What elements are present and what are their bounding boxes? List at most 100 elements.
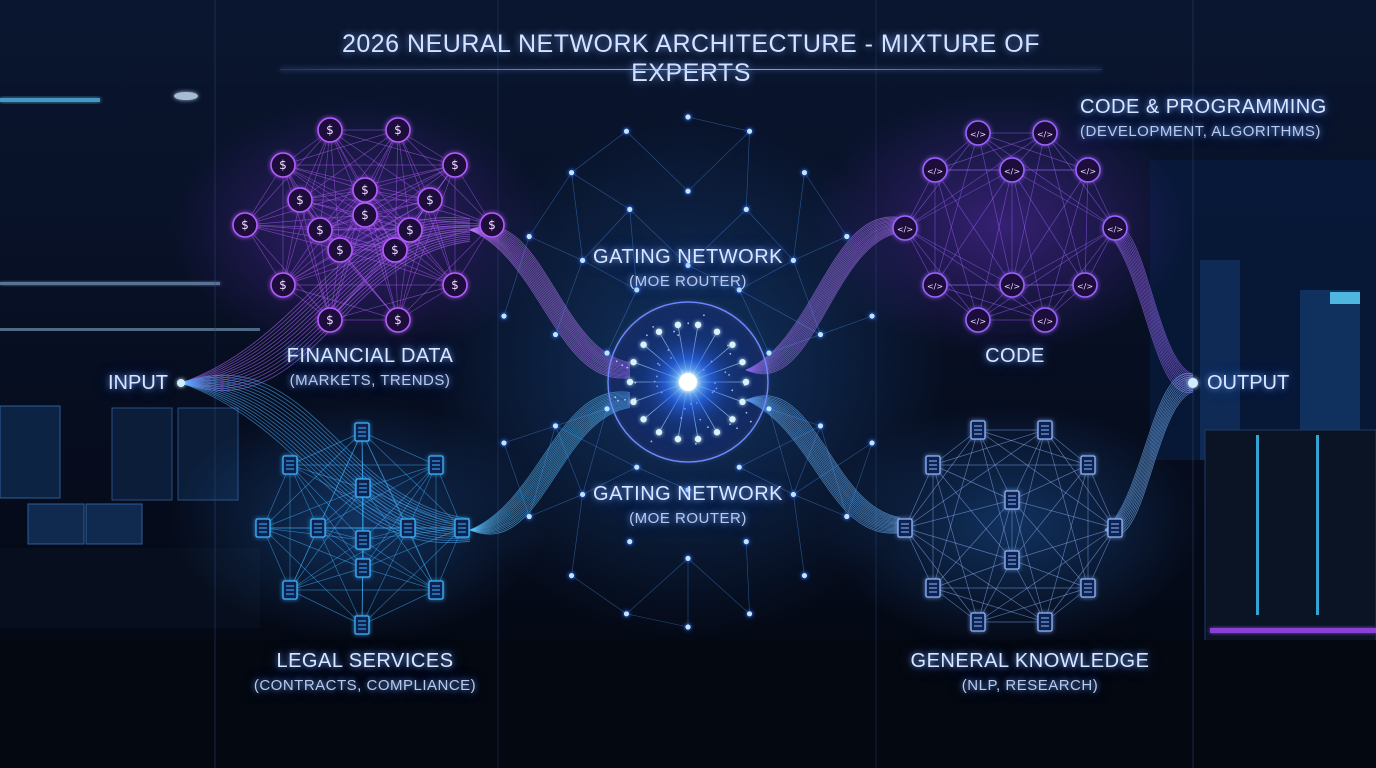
svg-text:</>: </>: [927, 282, 943, 291]
general-title: GENERAL KNOWLEDGE: [910, 650, 1150, 672]
svg-text:$: $: [406, 223, 414, 237]
expert-node: $: [352, 177, 378, 203]
code-header-subtitle: (DEVELOPMENT, ALGORITHMS): [1080, 123, 1321, 140]
legal-title: LEGAL SERVICES: [276, 650, 454, 672]
expert-node: $: [270, 152, 296, 178]
svg-text:$: $: [451, 158, 459, 172]
svg-text:$: $: [316, 223, 324, 237]
document-icon: [355, 478, 371, 498]
curves-input-legal: [180, 375, 471, 543]
expert-node: $: [270, 272, 296, 298]
gating-mesh-top: [499, 112, 877, 358]
expert-node: </>: [1075, 157, 1101, 183]
expert-node: $: [442, 272, 468, 298]
svg-text:$: $: [296, 193, 304, 207]
document-icon: [400, 518, 416, 538]
general-expert-label: GENERAL KNOWLEDGE (NLP, RESEARCH): [910, 650, 1150, 694]
gating-mesh-bottom: [499, 404, 877, 632]
document-icon: [428, 455, 444, 475]
expert-node: </>: [892, 215, 918, 241]
document-icon: [1004, 490, 1020, 510]
legal-subtitle: (CONTRACTS, COMPLIANCE): [253, 677, 477, 694]
expert-node: </>: [922, 157, 948, 183]
general-subtitle: (NLP, RESEARCH): [961, 677, 1099, 694]
document-icon: [1037, 420, 1053, 440]
code-expert-header: CODE & PROGRAMMING (DEVELOPMENT, ALGORIT…: [1080, 96, 1327, 140]
expert-node: $: [317, 117, 343, 143]
document-icon: [355, 558, 371, 578]
gating-top-title: GATING NETWORK: [593, 246, 783, 268]
document-icon: [1080, 455, 1096, 475]
svg-text:$: $: [361, 183, 369, 197]
expert-node: $: [352, 202, 378, 228]
expert-node: $: [417, 187, 443, 213]
financial-title: FINANCIAL DATA: [286, 345, 454, 367]
svg-text:</>: </>: [1080, 167, 1096, 176]
document-icon: [355, 530, 371, 550]
legal-expert-network: [255, 422, 470, 635]
expert-node: </>: [922, 272, 948, 298]
financial-expert-label: FINANCIAL DATA (MARKETS, TRENDS): [280, 345, 460, 389]
expert-networks: $$$$$$$$$$$$$$$$$$</></></></></></></><…: [232, 117, 1128, 635]
document-icon: [897, 518, 913, 538]
expert-node: </>: [999, 157, 1025, 183]
svg-text:</>: </>: [1037, 317, 1053, 326]
svg-text:$: $: [451, 278, 459, 292]
svg-text:$: $: [394, 313, 402, 327]
output-label: OUTPUT: [1207, 372, 1290, 394]
code-header-title: CODE & PROGRAMMING: [1080, 96, 1327, 118]
gating-bottom-subtitle: (MOE ROUTER): [629, 510, 747, 527]
svg-text:$: $: [394, 123, 402, 137]
svg-text:</>: </>: [1037, 130, 1053, 139]
document-icon: [454, 518, 470, 538]
gating-label-bottom: GATING NETWORK (MOE ROUTER): [588, 483, 788, 527]
code-expert-network: </></></></></></></></></></></></>: [892, 120, 1128, 333]
svg-text:$: $: [361, 208, 369, 222]
svg-text:$: $: [391, 243, 399, 257]
expert-node: </>: [965, 307, 991, 333]
code-title: CODE: [985, 345, 1045, 367]
legal-expert-label: LEGAL SERVICES (CONTRACTS, COMPLIANCE): [250, 650, 480, 694]
document-icon: [354, 422, 370, 442]
code-expert-label: CODE: [975, 345, 1055, 368]
expert-node: $: [397, 217, 423, 243]
expert-node: $: [442, 152, 468, 178]
expert-node: $: [317, 307, 343, 333]
financial-expert-network: $$$$$$$$$$$$$$$$$$: [232, 117, 505, 333]
document-icon: [925, 455, 941, 475]
svg-text:$: $: [336, 243, 344, 257]
document-icon: [970, 612, 986, 632]
gating-bottom-title: GATING NETWORK: [593, 483, 783, 505]
general-expert-network: [897, 420, 1123, 632]
gating-mesh: [499, 112, 877, 632]
document-icon: [255, 518, 271, 538]
output-port: [1188, 378, 1198, 388]
document-icon: [970, 420, 986, 440]
document-icon: [1080, 578, 1096, 598]
expert-node: $: [479, 212, 505, 238]
financial-subtitle: (MARKETS, TRENDS): [289, 372, 451, 389]
document-icon: [310, 518, 326, 538]
expert-node: $: [232, 212, 258, 238]
svg-text:</>: </>: [897, 225, 913, 234]
document-icon: [354, 615, 370, 635]
svg-text:</>: </>: [1107, 225, 1123, 234]
svg-text:$: $: [241, 218, 249, 232]
title-divider: [280, 69, 1102, 70]
page-title: 2026 NEURAL NETWORK ARCHITECTURE - MIXTU…: [341, 30, 1041, 87]
expert-node: </>: [1032, 120, 1058, 146]
expert-node: $: [385, 117, 411, 143]
svg-text:$: $: [326, 123, 334, 137]
expert-node: $: [385, 307, 411, 333]
input-port: [177, 379, 185, 387]
expert-node: $: [327, 237, 353, 263]
document-icon: [282, 580, 298, 600]
expert-node: </>: [1032, 307, 1058, 333]
svg-text:</>: </>: [1004, 167, 1020, 176]
document-icon: [282, 455, 298, 475]
svg-text:</>: </>: [970, 130, 986, 139]
svg-text:</>: </>: [927, 167, 943, 176]
document-icon: [1037, 612, 1053, 632]
svg-text:$: $: [279, 158, 287, 172]
